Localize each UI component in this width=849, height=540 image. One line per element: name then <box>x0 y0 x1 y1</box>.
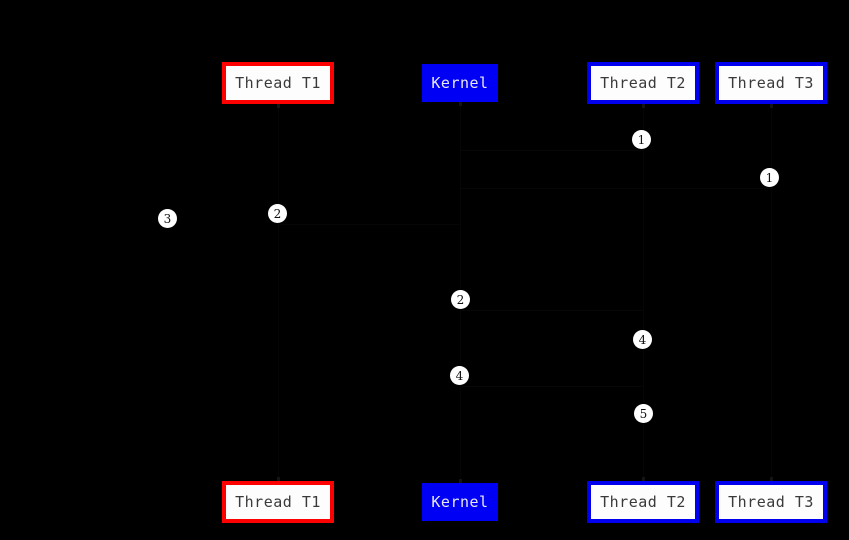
sequence-marker-number: 1 <box>637 132 646 147</box>
sequence-marker-number: 5 <box>639 406 648 421</box>
sequence-marker-number: 1 <box>765 170 774 185</box>
lifeline-pin-kernel-bottom <box>459 479 462 483</box>
participant-kernel-bottom[interactable]: Kernel <box>422 483 498 521</box>
lifeline-pin-kernel-top <box>459 102 462 106</box>
lifeline-pin-t1-top <box>277 104 280 108</box>
sequence-marker: 1 <box>632 130 651 149</box>
lifeline-pin-t1-bottom <box>277 477 280 481</box>
sequence-marker-number: 4 <box>455 368 464 383</box>
sequence-marker-number: 4 <box>638 332 647 347</box>
message-arrow-2 <box>460 188 771 189</box>
participant-label: Thread T3 <box>728 73 814 92</box>
message-arrow-4 <box>460 310 643 311</box>
lifeline-thread-t2 <box>643 104 644 481</box>
participant-thread-t3-bottom[interactable]: Thread T3 <box>715 481 827 523</box>
participant-label: Kernel <box>431 492 489 511</box>
sequence-marker: 2 <box>268 204 287 223</box>
sequence-marker-number: 2 <box>273 206 282 221</box>
message-arrow-3 <box>278 224 460 225</box>
participant-thread-t1-bottom[interactable]: Thread T1 <box>222 481 334 523</box>
participant-kernel-top[interactable]: Kernel <box>422 64 498 102</box>
message-arrow-5 <box>460 386 643 387</box>
sequence-marker: 4 <box>450 366 469 385</box>
sequence-marker: 2 <box>451 290 470 309</box>
lifeline-pin-t3-top <box>770 104 773 108</box>
participant-label: Thread T1 <box>235 492 321 511</box>
participant-label: Thread T2 <box>600 492 686 511</box>
message-arrow-1 <box>460 150 643 151</box>
lifeline-pin-t2-bottom <box>642 477 645 481</box>
lifeline-pin-t3-bottom <box>770 477 773 481</box>
sequence-marker: 1 <box>760 168 779 187</box>
participant-thread-t2-top[interactable]: Thread T2 <box>587 62 699 104</box>
lifeline-thread-t3 <box>771 104 772 481</box>
lifeline-thread-t1 <box>278 104 279 481</box>
sequence-marker: 5 <box>634 404 653 423</box>
participant-label: Thread T1 <box>235 73 321 92</box>
participant-thread-t1-top[interactable]: Thread T1 <box>222 62 334 104</box>
sequence-marker: 4 <box>633 330 652 349</box>
participant-label: Thread T2 <box>600 73 686 92</box>
participant-thread-t2-bottom[interactable]: Thread T2 <box>587 481 699 523</box>
participant-label: Kernel <box>431 73 489 92</box>
sequence-marker-number: 2 <box>456 292 465 307</box>
sequence-marker-number: 3 <box>163 211 172 226</box>
lifeline-pin-t2-top <box>642 104 645 108</box>
sequence-marker: 3 <box>158 209 177 228</box>
participant-label: Thread T3 <box>728 492 814 511</box>
participant-thread-t3-top[interactable]: Thread T3 <box>715 62 827 104</box>
